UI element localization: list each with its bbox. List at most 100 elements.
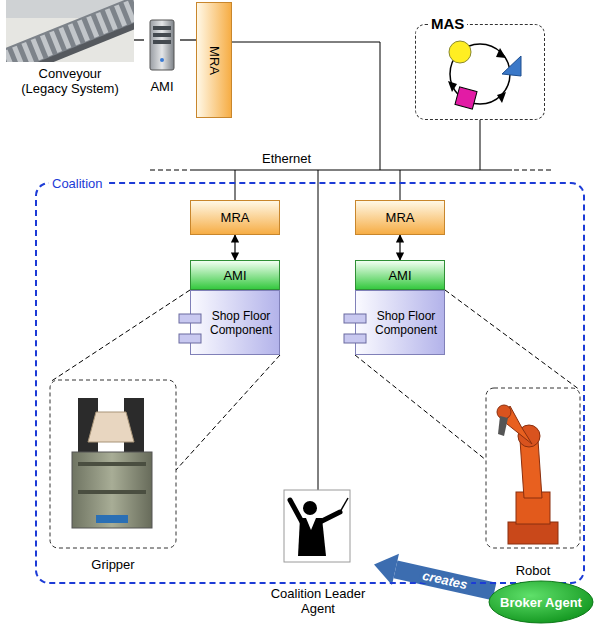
box-label: Shop Floor Component [372,309,440,337]
gripper-body [72,452,152,528]
connector [235,235,236,260]
agent-square [455,87,477,109]
conveyor-belt [6,0,134,62]
conveyor-picture [6,0,134,62]
zoom-line [445,290,580,390]
roller [12,46,25,62]
conductor-arm [290,500,302,522]
roller [68,23,81,45]
agent-label: Broker Agent [500,595,582,610]
legacy-system: Conveyour (Legacy System) [6,0,134,98]
ring-arrow [496,48,506,58]
zoom-line [50,290,190,382]
mra-box: MRA [190,200,280,235]
network-wire [480,120,481,170]
robot-node: Robot [484,386,582,580]
side-rail [6,17,134,62]
roller [133,0,134,19]
server-icon [150,20,174,70]
connector [180,40,196,41]
ellipse-outline [489,581,593,623]
component-box: Shop Floor Component [355,290,445,355]
system-label: Conveyour (Legacy System) [17,66,123,96]
mas-box: MAS [415,24,545,120]
roller [114,4,127,26]
ethernet-bus [150,170,188,171]
component-box: Shop Floor Component [190,290,280,355]
gripped-part [88,412,134,442]
conductor-collar [306,518,316,530]
gripper-node: Gripper [48,378,178,574]
agent-circle [449,41,471,63]
network-wire [235,170,236,200]
drive-bay [153,40,171,44]
brand-plate [96,515,128,523]
connector-line [399,235,400,260]
connector [400,235,401,260]
icon-frame [284,490,350,562]
ethernet-bus [514,170,552,171]
roller [21,42,34,62]
robot-base [508,522,558,544]
box-label: AMI [388,268,411,283]
conductor-head [303,501,317,515]
box-label: Shop Floor Component [207,309,275,337]
zoom-frame [486,388,580,548]
server-label: AMI [150,79,173,94]
roller [40,34,53,56]
roller [31,38,44,60]
mra-box: MRA [196,2,232,118]
mas-illustration [448,41,521,109]
server-node: AMI [144,16,180,96]
network-wire [232,42,380,170]
coalition-region: CoalitionMRAAMIShop Floor ComponentMRAAM… [35,182,585,584]
body-slot [78,490,146,494]
broker-ellipse: Broker Agent [488,580,594,624]
device-label: Gripper [91,557,134,572]
zoom-frame [50,380,176,548]
box-label: MRA [206,46,221,75]
ami-box: AMI [190,260,280,290]
zoom-line [355,355,486,460]
roller [96,12,109,34]
zoom-line [176,355,280,470]
conductor-arm [320,512,340,522]
network-wire [318,170,319,490]
roller [123,1,134,23]
gripper-picture [72,398,152,528]
leader-agent: Coalition Leader Agent [262,486,374,618]
conductor-baton [340,498,348,512]
ami-box: AMI [355,260,445,290]
roller [105,8,118,30]
box-label: MRA [386,210,415,225]
server-case [150,20,174,70]
connector-line [134,39,144,40]
roller [77,19,90,41]
power-led [160,58,164,62]
robot-wrist [497,405,511,419]
network-label: Ethernet [262,151,311,166]
ring-arrow [497,92,506,103]
leader-icon [284,490,350,562]
box-label: AMI [223,268,246,283]
connector-line [180,39,196,40]
body-slot [78,462,146,466]
mra-box: MRA [355,200,445,235]
region-title: Coalition [49,176,106,191]
roller [49,31,62,53]
network-wire [400,170,401,200]
device-label: Robot [516,563,551,578]
roller [58,27,71,49]
agent-triangle [502,56,521,76]
drive-bay [153,33,171,37]
ethernet-bus [190,170,512,171]
drive-bay [153,26,171,30]
connector [134,40,144,41]
group-title: MAS [428,15,467,32]
connector-line [234,235,235,260]
robot-lower-arm [520,440,542,498]
robot-picture [497,405,558,544]
roller [86,16,99,38]
robot-tool [498,416,508,436]
agent-label: Coalition Leader Agent [262,586,374,616]
